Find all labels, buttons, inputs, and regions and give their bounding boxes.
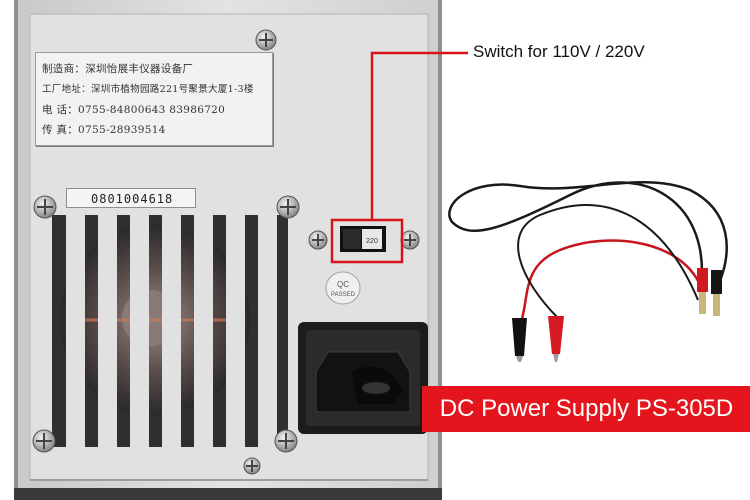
screw-icon bbox=[255, 29, 277, 51]
black-banana-plug bbox=[711, 270, 722, 316]
voltage-selector-switch[interactable]: 220 bbox=[340, 226, 386, 252]
manufacturer-fax-line: 传 真：0755-28939514 bbox=[42, 124, 166, 136]
screw-icon bbox=[32, 429, 56, 453]
manufacturer-label-plate: 制造商：深圳怡展丰仪器设备厂 工厂地址：深圳市植物园路221号聚景大厦1-3楼 … bbox=[35, 52, 273, 146]
switch-highlight bbox=[330, 51, 468, 264]
red-banana-plug bbox=[697, 268, 708, 314]
black-alligator-clip bbox=[512, 318, 527, 362]
qc-sticker-line-2: PASSED bbox=[331, 292, 356, 298]
test-leads bbox=[448, 180, 728, 362]
manufacturer-label-line: 制造商：深圳怡展丰仪器设备厂 bbox=[42, 63, 194, 75]
screw-icon bbox=[308, 230, 328, 250]
switch-callout-label: Switch for 110V / 220V bbox=[473, 42, 645, 61]
screw-icon bbox=[276, 195, 300, 219]
manufacturer-phone-line: 电 话：0755-84800643 83986720 bbox=[42, 104, 226, 116]
cooling-vent bbox=[40, 215, 300, 447]
screw-icon bbox=[400, 230, 420, 250]
screw-icon bbox=[274, 429, 298, 453]
screw-icon bbox=[243, 457, 261, 475]
ac-power-inlet bbox=[298, 322, 428, 434]
screws bbox=[32, 29, 420, 475]
qc-passed-sticker: QC PASSED bbox=[325, 271, 361, 305]
switch-voltage-marking: 220 bbox=[366, 238, 378, 245]
screw-icon bbox=[33, 195, 57, 219]
manufacturer-address-line: 工厂地址：深圳市植物园路221号聚景大厦1-3楼 bbox=[42, 84, 254, 95]
qc-sticker-line-1: QC bbox=[337, 280, 349, 289]
red-alligator-clip bbox=[548, 316, 564, 362]
serial-number-sticker: 0801004618 bbox=[66, 188, 196, 208]
product-name-banner: DC Power Supply PS-305D bbox=[422, 386, 750, 432]
